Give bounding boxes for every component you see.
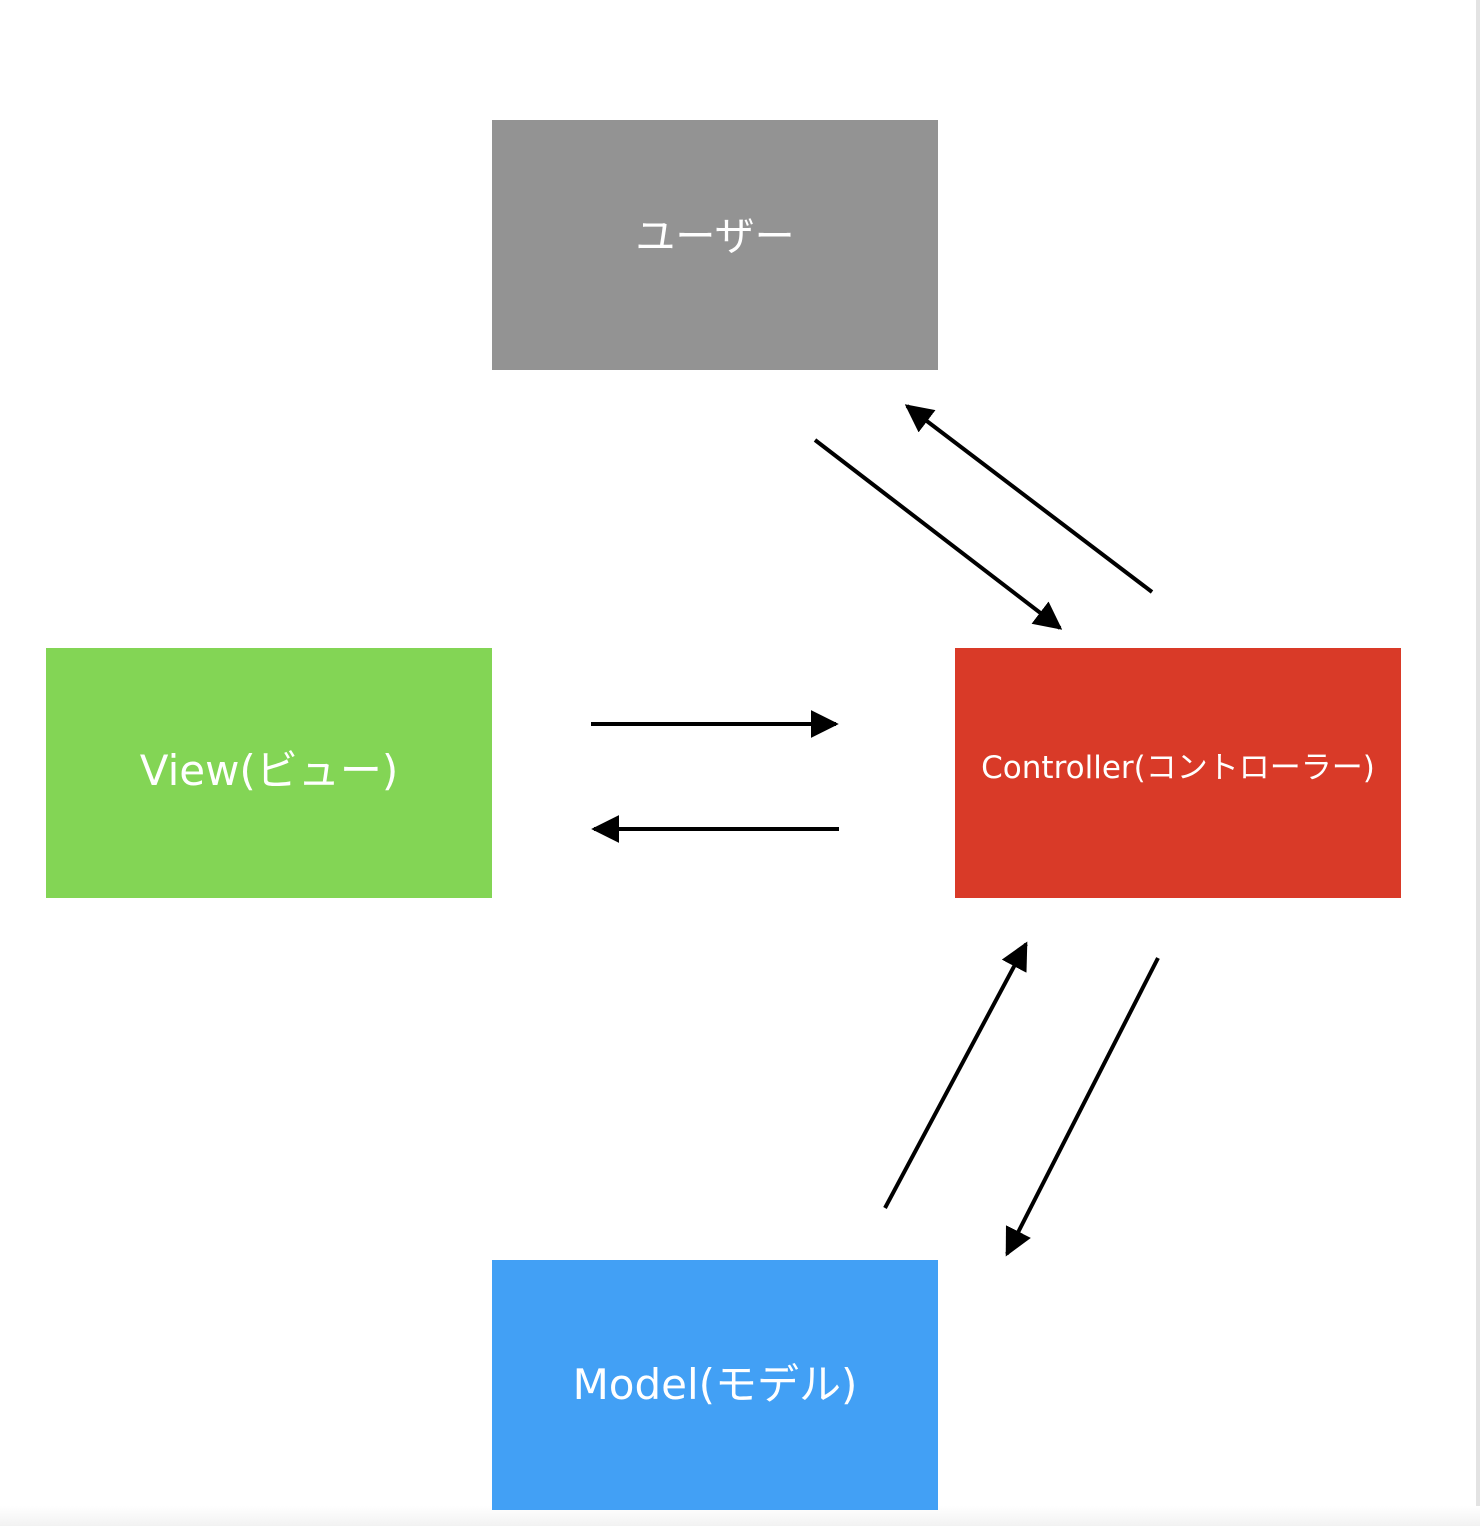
controller-box: Controller(コントローラー): [955, 648, 1401, 898]
controller-label: Controller(コントローラー): [981, 749, 1375, 786]
view-label: View(ビュー): [139, 745, 399, 795]
model-label: Model(モデル): [572, 1359, 858, 1409]
arrow-controller-to-user: [904, 404, 1154, 594]
user-box: ユーザー: [492, 120, 938, 370]
window-bottom-edge: [0, 1506, 1480, 1526]
view-box: View(ビュー): [46, 648, 492, 898]
arrow-user-to-controller: [813, 438, 1063, 630]
user-label: ユーザー: [635, 213, 795, 260]
arrow-controller-to-model: [1005, 957, 1160, 1257]
arrow-model-to-controller: [883, 941, 1028, 1209]
model-box: Model(モデル): [492, 1260, 938, 1510]
window-right-edge: [1476, 0, 1480, 1526]
